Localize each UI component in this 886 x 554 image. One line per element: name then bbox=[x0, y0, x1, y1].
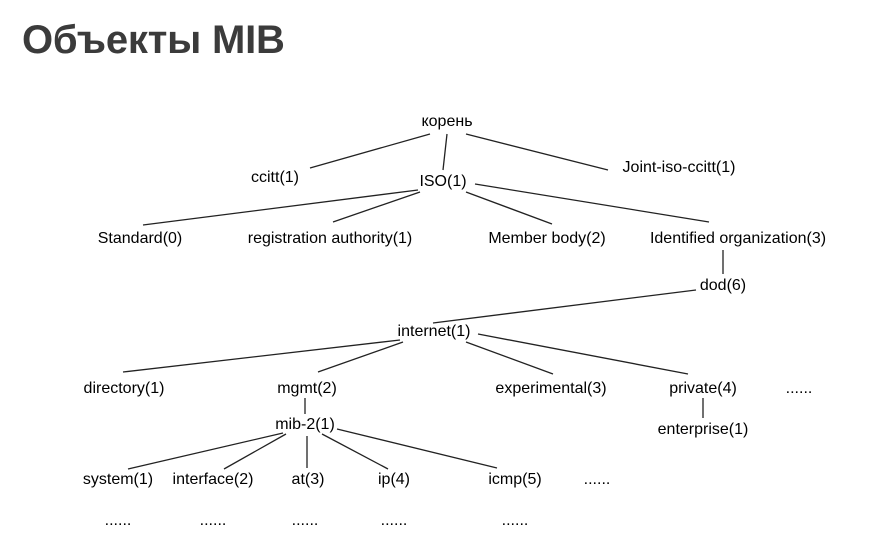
page-title: Объекты MIB bbox=[22, 18, 285, 62]
tree-node-dots-private: ...... bbox=[785, 380, 813, 397]
tree-node-mgmt: mgmt(2) bbox=[277, 380, 337, 397]
tree-edge-iso-to-identorg bbox=[474, 183, 710, 223]
tree-node-enterprise: enterprise(1) bbox=[657, 421, 749, 438]
tree-node-internet: internet(1) bbox=[397, 323, 471, 340]
tree-edge-mib2-to-ip bbox=[321, 433, 389, 470]
tree-node-mib2: mib-2(1) bbox=[275, 416, 335, 433]
tree-node-system: system(1) bbox=[82, 471, 154, 488]
tree-node-private: private(4) bbox=[669, 380, 737, 397]
tree-edge-root-to-ccitt bbox=[309, 133, 431, 169]
tree-node-dots-icmp: ...... bbox=[501, 512, 529, 529]
tree-node-dots-at: ...... bbox=[291, 512, 319, 529]
tree-edge-root-to-iso bbox=[442, 133, 448, 171]
tree-node-interface: interface(2) bbox=[172, 471, 254, 488]
tree-edge-iso-to-standard bbox=[142, 189, 419, 226]
tree-node-dod: dod(6) bbox=[699, 277, 747, 294]
tree-edge-mib2-to-interface bbox=[223, 433, 287, 470]
tree-edge-internet-to-mgmt bbox=[317, 341, 404, 373]
tree-node-at: at(3) bbox=[291, 471, 325, 488]
tree-node-dots-ip: ...... bbox=[380, 512, 408, 529]
tree-edge-mib2-to-system bbox=[127, 432, 284, 470]
tree-node-experimental: experimental(3) bbox=[495, 380, 607, 397]
tree-node-dots-system: ...... bbox=[104, 512, 132, 529]
tree-node-standard: Standard(0) bbox=[97, 230, 183, 247]
tree-edge-iso-to-memberbody bbox=[465, 191, 553, 225]
tree-edge-mib2-to-icmp bbox=[336, 428, 498, 469]
tree-node-directory: directory(1) bbox=[83, 380, 165, 397]
tree-node-dots-iface: ...... bbox=[199, 512, 227, 529]
tree-node-root: корень bbox=[421, 113, 473, 130]
tree-edge-internet-to-private bbox=[477, 333, 689, 375]
tree-node-icmp: icmp(5) bbox=[488, 471, 542, 488]
tree-node-memberbody: Member body(2) bbox=[488, 230, 606, 247]
tree-edge-internet-to-directory bbox=[122, 339, 401, 373]
tree-node-identorg: Identified organization(3) bbox=[649, 230, 827, 247]
tree-node-ip: ip(4) bbox=[377, 471, 411, 488]
tree-node-dots-mib2: ...... bbox=[583, 471, 611, 488]
tree-edge-internet-to-experimental bbox=[465, 341, 554, 375]
tree-edge-iso-to-regauth bbox=[332, 191, 421, 223]
tree-edge-dod-to-internet bbox=[432, 289, 697, 324]
tree-node-regauth: registration authority(1) bbox=[247, 230, 413, 247]
tree-node-ccitt: ccitt(1) bbox=[251, 169, 299, 186]
tree-node-joint: Joint-iso-ccitt(1) bbox=[622, 159, 736, 176]
tree-node-iso: ISO(1) bbox=[419, 173, 467, 190]
tree-edge-root-to-joint bbox=[465, 133, 609, 171]
